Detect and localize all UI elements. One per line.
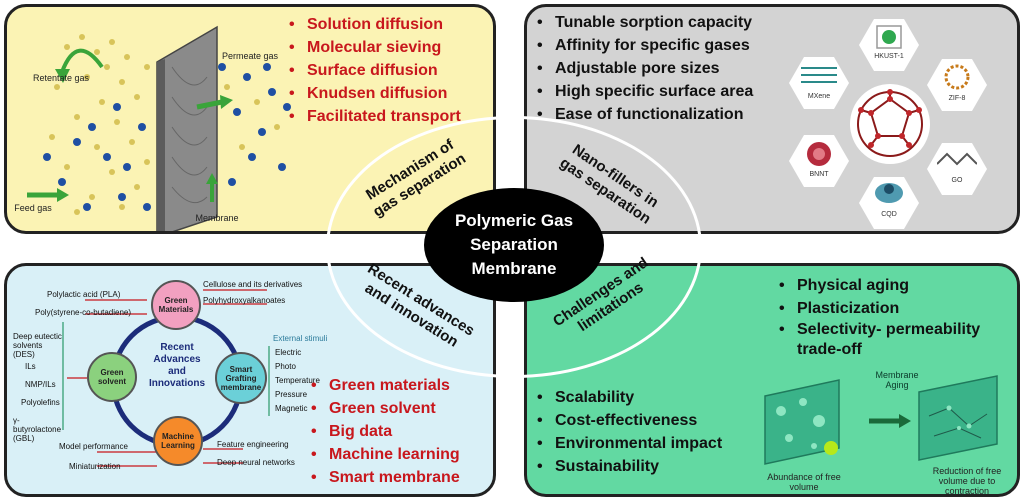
challenge-item: Physical aging bbox=[775, 274, 1015, 297]
small-label: Magnetic bbox=[275, 404, 308, 413]
challenges-bottom-list: Scalability Cost-effectiveness Environme… bbox=[533, 386, 722, 478]
feed-gas-caption: Feed gas bbox=[14, 203, 52, 213]
nanofillers-panel: Tunable sorption capacity Affinity for s… bbox=[524, 4, 1020, 234]
small-label: Poly(styrene-co-butadiene) bbox=[35, 308, 132, 317]
challenge-item: Cost-effectiveness bbox=[533, 409, 722, 432]
bnnt-label: BNNT bbox=[809, 171, 829, 178]
permeate-gas-caption: Permeate gas bbox=[221, 51, 279, 61]
go-label: GO bbox=[951, 177, 963, 184]
mechanism-panel: Retentate gas Permeate gas Feed gas Memb… bbox=[4, 4, 496, 234]
fullerene-icon bbox=[850, 84, 930, 164]
membrane-aging-label: Membrane Aging bbox=[875, 370, 919, 390]
small-label: Pressure bbox=[275, 390, 308, 399]
free-volume-caption-right: Reduction of free volume due to contract… bbox=[932, 466, 1002, 496]
small-label: ILs bbox=[25, 362, 36, 371]
small-label: γ-butyrolactone (GBL) bbox=[13, 416, 62, 443]
small-label: Polyhydroxyalkanoates bbox=[203, 296, 286, 305]
cqd-label: CQD bbox=[881, 211, 897, 218]
challenges-top-list: Physical aging Plasticization Selectivit… bbox=[775, 274, 1015, 360]
center-title-line: Polymeric Gas bbox=[454, 211, 574, 230]
challenge-item: Environmental impact bbox=[533, 432, 722, 455]
mechanism-item: Solution diffusion bbox=[285, 13, 461, 36]
small-label: Electric bbox=[275, 348, 302, 357]
small-label: Polylactic acid (PLA) bbox=[47, 290, 121, 299]
small-label: Polyolefins bbox=[21, 398, 60, 407]
go-hexagon bbox=[927, 143, 987, 195]
zif8-icon bbox=[944, 64, 970, 90]
small-label: Deep eutectic solvents (DES) bbox=[13, 332, 62, 359]
center-title: Polymeric Gas Separation Membrane bbox=[424, 188, 604, 302]
mechanism-item: Knudsen diffusion bbox=[285, 82, 461, 105]
go-icon bbox=[937, 152, 977, 166]
center-title-line: Membrane bbox=[471, 259, 557, 278]
center-text-line: Recent bbox=[160, 342, 194, 353]
zif8-label: ZIF-8 bbox=[948, 95, 966, 102]
nanofiller-property: High specific surface area bbox=[533, 80, 753, 103]
mechanism-item: Molecular sieving bbox=[285, 36, 461, 59]
mechanism-item: Surface diffusion bbox=[285, 59, 461, 82]
center-title-line: Separation bbox=[470, 235, 558, 254]
challenge-item: Scalability bbox=[533, 386, 722, 409]
advances-item: Machine learning bbox=[307, 443, 460, 466]
retentate-gas-caption: Retentate gas bbox=[32, 73, 90, 83]
nanofillers-list: Tunable sorption capacity Affinity for s… bbox=[533, 11, 753, 126]
nanofiller-property: Tunable sorption capacity bbox=[533, 11, 753, 34]
mechanism-list: Solution diffusion Molecular sieving Sur… bbox=[285, 13, 461, 128]
small-label: Cellulose and its derivatives bbox=[203, 280, 303, 289]
small-label: External stimuli bbox=[273, 334, 328, 343]
free-volume-caption-left: Abundance of free volume bbox=[767, 472, 841, 492]
green-materials-node: Green Materials bbox=[151, 280, 201, 330]
smart-grafting-node: Smart Grafting membrane bbox=[215, 352, 267, 404]
advances-list: Green materials Green solvent Big data M… bbox=[307, 374, 460, 489]
advances-item: Green solvent bbox=[307, 397, 460, 420]
green-solvent-node: Green solvent bbox=[87, 352, 137, 402]
advances-item: Big data bbox=[307, 420, 460, 443]
nanofiller-property: Affinity for specific gases bbox=[533, 34, 753, 57]
advances-item: Smart membrane bbox=[307, 466, 460, 489]
mechanism-item: Facilitated transport bbox=[285, 105, 461, 128]
center-text-line: and bbox=[168, 366, 186, 377]
advances-center-text: Recent Advances and Innovations bbox=[143, 342, 211, 390]
small-label: Miniaturization bbox=[69, 462, 121, 471]
machine-learning-node: Machine Learning bbox=[153, 416, 203, 466]
center-ring bbox=[326, 116, 702, 378]
membrane-illustration bbox=[27, 25, 291, 231]
small-label: Deep neural networks bbox=[217, 458, 295, 467]
small-label: Temperature bbox=[275, 376, 320, 385]
hkust1-icon bbox=[876, 25, 902, 49]
bnnt-icon bbox=[807, 142, 831, 166]
membrane-caption: Membrane bbox=[195, 213, 239, 223]
challenges-panel: Physical aging Plasticization Selectivit… bbox=[524, 263, 1020, 497]
center-text-line: Advances bbox=[153, 354, 201, 365]
membrane-aging-illustration bbox=[764, 375, 998, 465]
nanofiller-property: Adjustable pore sizes bbox=[533, 57, 753, 80]
nanofiller-property: Ease of functionalization bbox=[533, 103, 753, 126]
cqd-icon bbox=[875, 183, 903, 203]
small-label: Model performance bbox=[59, 442, 128, 451]
center-text-line: Innovations bbox=[148, 378, 206, 389]
challenge-item: Plasticization bbox=[775, 297, 1015, 320]
mxene-icon bbox=[801, 67, 837, 83]
hkust1-label: HKUST-1 bbox=[874, 53, 904, 60]
advances-item: Green materials bbox=[307, 374, 460, 397]
mxene-label: MXene bbox=[807, 93, 831, 100]
challenge-item: Sustainability bbox=[533, 455, 722, 478]
challenge-item: Selectivity- permeability trade-off bbox=[775, 320, 1015, 360]
small-label: NMP/ILs bbox=[25, 380, 56, 389]
small-label: Photo bbox=[275, 362, 296, 371]
small-label: Feature engineering bbox=[217, 440, 289, 449]
